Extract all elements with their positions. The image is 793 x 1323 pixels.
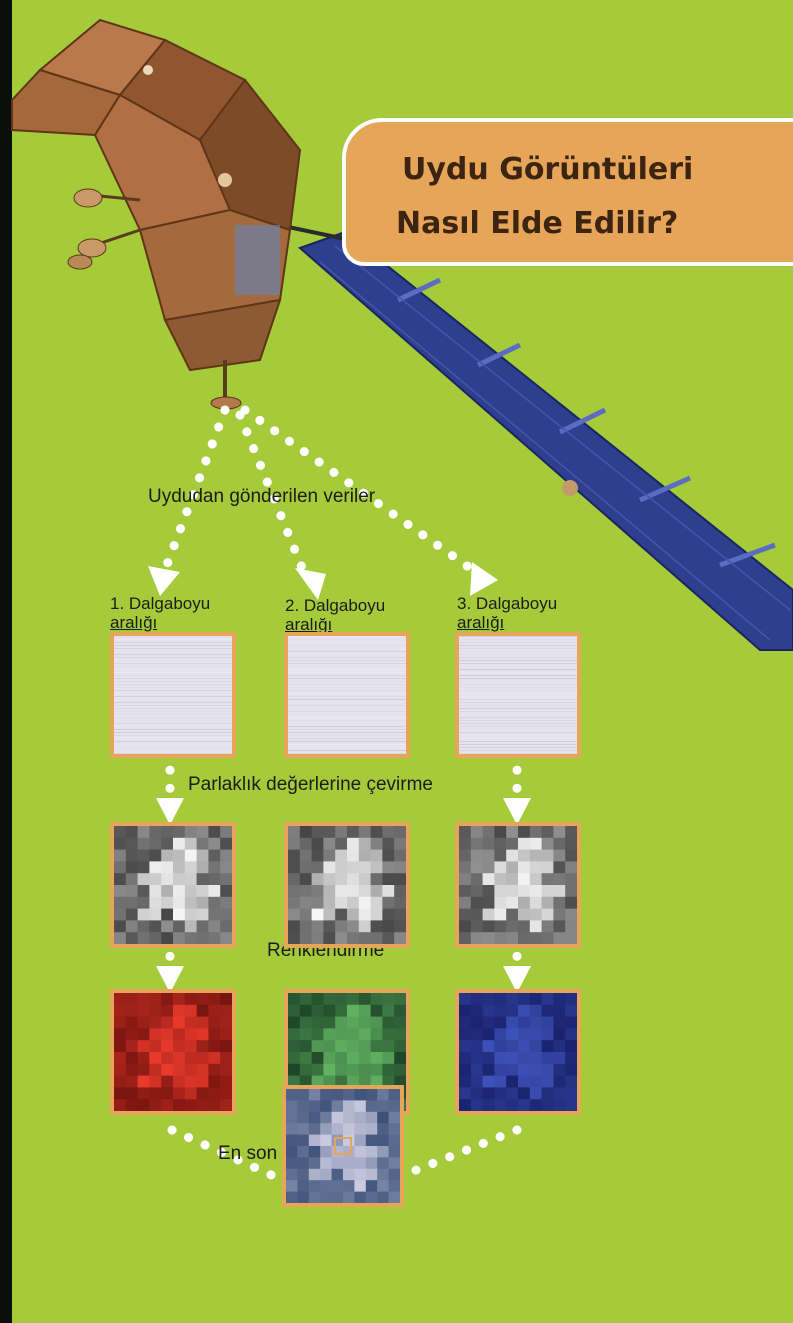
final-image-tile bbox=[282, 1085, 404, 1207]
band-label-1: 1. Dalgaboyu aralığı bbox=[110, 594, 210, 632]
raw-data-tile-3 bbox=[455, 632, 581, 758]
title-line-1: Uydu Görüntüleri bbox=[402, 152, 694, 187]
band-1-subtitle: aralığı bbox=[110, 613, 158, 632]
label-sent-data: Uydudan gönderilen veriler bbox=[148, 486, 376, 507]
arrow-icon bbox=[156, 798, 184, 825]
band-3-title: 3. Dalgaboyu bbox=[457, 594, 558, 613]
grayscale-tile-1 bbox=[110, 822, 236, 948]
raw-data-tile-1 bbox=[110, 632, 236, 758]
arrow-to-band-2 bbox=[235, 410, 310, 580]
satellite-body bbox=[11, 18, 302, 372]
label-brightness: Parlaklık değerlerine çevirme bbox=[188, 774, 433, 795]
solar-panel bbox=[298, 230, 793, 651]
arrow-final-1 bbox=[167, 1125, 305, 1193]
selection-square bbox=[334, 1137, 352, 1155]
arrow-icon bbox=[503, 966, 531, 993]
blue-tile bbox=[455, 989, 581, 1115]
grayscale-tile-3 bbox=[455, 822, 581, 948]
title-line-2: Nasıl Elde Edilir? bbox=[396, 206, 679, 241]
band-3-subtitle: aralığı bbox=[457, 613, 505, 632]
arrow-to-band-3 bbox=[240, 405, 485, 580]
band-2-title: 2. Dalgaboyu bbox=[285, 596, 386, 615]
title-box: Uydu Görüntüleri Nasıl Elde Edilir? bbox=[342, 118, 793, 266]
left-dark-strip bbox=[0, 0, 12, 1323]
band-2-subtitle: aralığı bbox=[285, 615, 333, 634]
arrow-to-band-1 bbox=[160, 405, 230, 575]
red-tile bbox=[110, 989, 236, 1115]
raw-data-tile-2 bbox=[284, 632, 410, 758]
arrow-icon bbox=[148, 566, 180, 596]
band-1-title: 1. Dalgaboyu bbox=[110, 594, 211, 613]
arrow-icon bbox=[156, 966, 184, 993]
band-label-2: 2. Dalgaboyu aralığı bbox=[285, 596, 385, 634]
arrow-icon bbox=[470, 562, 498, 596]
arrow-icon bbox=[295, 568, 326, 600]
band-label-3: 3. Dalgaboyu aralığı bbox=[457, 594, 557, 632]
arrow-icon bbox=[503, 798, 531, 825]
antenna bbox=[67, 188, 242, 410]
grayscale-tile-2 bbox=[284, 822, 410, 948]
